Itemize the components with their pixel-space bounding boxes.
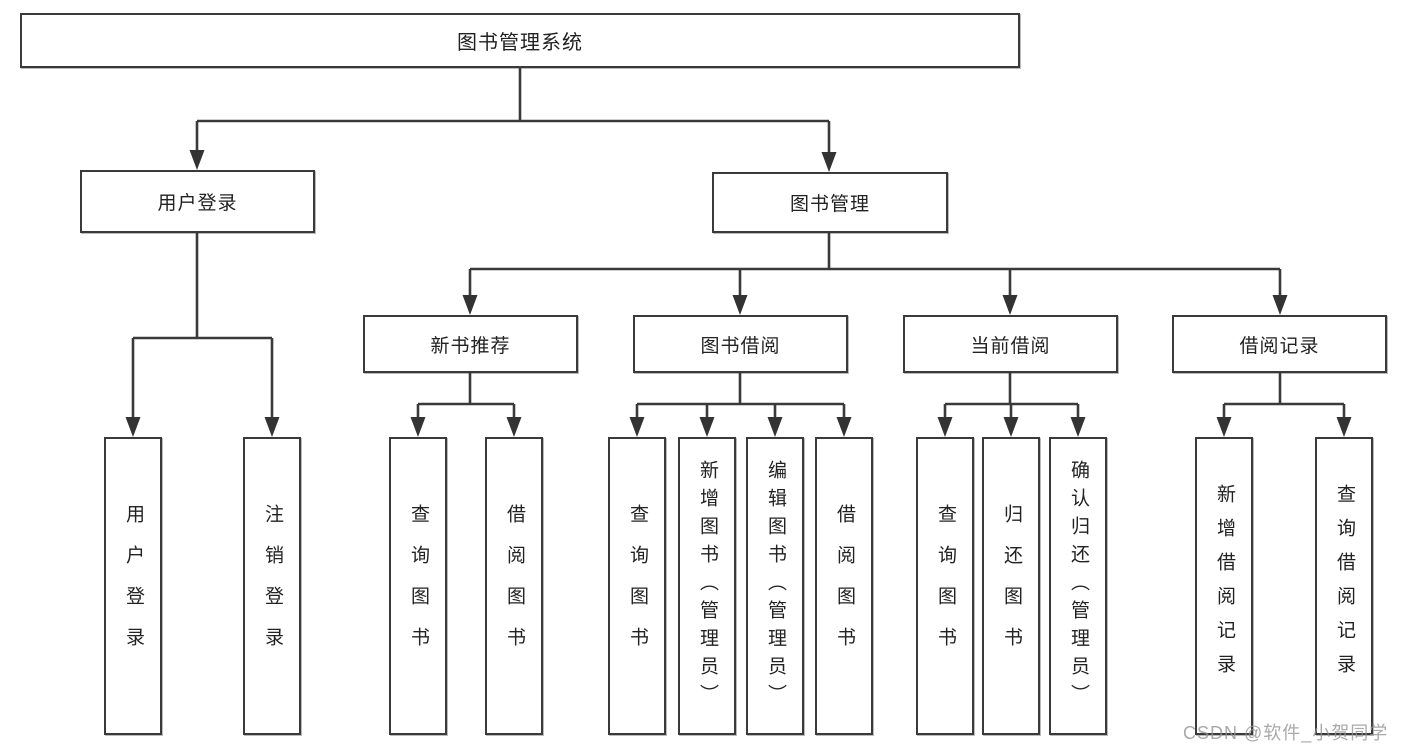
leaf-borrow-books-borrowing: 借阅图书 <box>815 437 873 735</box>
arrowhead <box>836 417 852 437</box>
node-library-management-system: 图书管理系统 <box>20 13 1020 68</box>
arrowhead <box>1216 417 1232 437</box>
arrowhead <box>264 417 280 437</box>
leaf-borrow-books-recommend: 借阅图书 <box>485 437 543 735</box>
arrowhead <box>1003 417 1019 437</box>
arrowhead <box>462 295 478 315</box>
leaf-return-book: 归还图书 <box>982 437 1040 735</box>
arrowhead <box>1070 417 1086 437</box>
arrowhead <box>410 417 426 437</box>
node-book-borrowing: 图书借阅 <box>633 315 848 373</box>
arrowhead <box>1336 417 1352 437</box>
leaf-query-books-borrowing: 查询图书 <box>608 437 666 735</box>
node-current-borrowing: 当前借阅 <box>903 315 1118 373</box>
arrowhead <box>506 417 522 437</box>
leaf-user-login: 用户登录 <box>104 437 162 735</box>
arrowhead <box>767 417 783 437</box>
node-book-management: 图书管理 <box>712 172 948 233</box>
node-user-login: 用户登录 <box>80 170 315 233</box>
arrowhead <box>732 295 748 315</box>
leaf-add-book-admin: 新增图书（管理员） <box>678 437 736 735</box>
arrowhead <box>821 152 837 172</box>
leaf-logout: 注销登录 <box>243 437 301 735</box>
leaf-query-borrow-record: 查询借阅记录 <box>1315 437 1373 735</box>
arrowhead <box>1272 295 1288 315</box>
arrowhead <box>125 417 141 437</box>
leaf-query-books-current: 查询图书 <box>916 437 974 735</box>
leaf-query-books-recommend: 查询图书 <box>389 437 447 735</box>
node-new-book-recommendation: 新书推荐 <box>363 315 578 373</box>
arrowhead <box>1002 295 1018 315</box>
arrowhead <box>189 150 205 170</box>
watermark: CSDN @软件_小贺同学 <box>1183 723 1389 743</box>
arrowhead <box>699 417 715 437</box>
leaf-confirm-return-admin: 确认归还（管理员） <box>1049 437 1107 735</box>
node-borrowing-records: 借阅记录 <box>1172 315 1387 373</box>
arrowhead <box>629 417 645 437</box>
leaf-edit-book-admin: 编辑图书（管理员） <box>746 437 804 735</box>
arrowhead <box>937 417 953 437</box>
leaf-add-borrow-record: 新增借阅记录 <box>1195 437 1253 735</box>
